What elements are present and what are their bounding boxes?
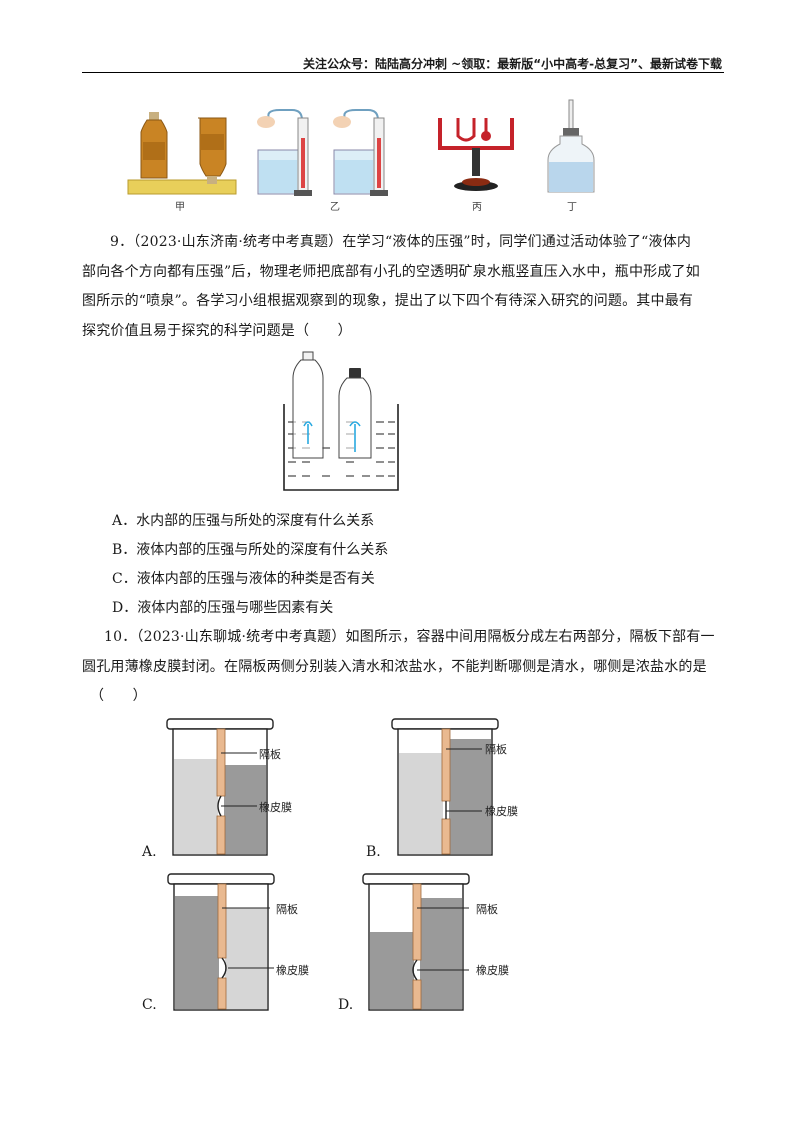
q10-d-membrane-label: 橡皮膜 [476, 964, 509, 977]
q10-figure-b-container [391, 718, 499, 856]
figure-jia-bottles [127, 112, 237, 195]
q10-line: （ ） [90, 688, 147, 704]
q9-text: 9．（2023·山东济南·统考中考真题）在学习“液体的压强”时，同学们通过活动体… [82, 228, 722, 346]
q10-line: 圆孔用薄橡皮膜封闭。在隔板两侧分别装入清水和浓盐水，不能判断哪侧是清水，哪侧是浓… [82, 658, 707, 675]
q9-fountain-figure [283, 351, 399, 491]
q10-d-partition-label: 隔板 [476, 903, 498, 916]
caption-yi: 乙 [330, 202, 340, 213]
q9-option-d: D．液体内部的压强与哪些因素有关 [112, 600, 334, 616]
q10-figure-c-container [167, 873, 275, 1011]
q9-option-a: A．水内部的压强与所处的深度有什么关系 [112, 513, 375, 529]
q10-c-letter: C. [142, 997, 157, 1013]
q10-b-partition-label: 隔板 [485, 743, 507, 756]
figure-yi-pressure-gauges [257, 109, 388, 196]
q9-line: 图所示的“喷泉”。各学习小组根据观察到的现象，提出了以下四个有待深入研究的问题。… [82, 293, 694, 309]
figure-ding-bottle [547, 99, 595, 193]
header-rule [82, 72, 724, 73]
q9-line: 9．（2023·山东济南·统考中考真题）在学习“液体的压强”时，同学们通过活动体… [110, 234, 692, 250]
q9-line: 探究价值且易于探究的科学问题是（ ） [82, 322, 352, 339]
q10-d-letter: D. [338, 997, 354, 1013]
q10-a-letter: A. [142, 844, 157, 860]
q10-a-partition-label: 隔板 [259, 748, 281, 761]
figure-bing-apparatus [438, 118, 514, 191]
q10-b-letter: B. [366, 844, 381, 860]
q9-option-b: B．液体内部的压强与所处的深度有什么关系 [112, 542, 389, 558]
caption-bing: 丙 [472, 202, 482, 213]
q10-text: 10．（2023·山东聊城·统考中考真题）如图所示，容器中间用隔板分成左右两部分… [82, 623, 722, 712]
q10-b-membrane-label: 橡皮膜 [485, 805, 518, 818]
q10-figure-d-container [362, 873, 470, 1011]
q10-line: 10．（2023·山东聊城·统考中考真题）如图所示，容器中间用隔板分成左右两部分… [104, 629, 715, 645]
q9-line: 部向各个方向都有压强”后，物理老师把底部有小孔的空透明矿泉水瓶竖直压入水中，瓶中… [82, 263, 700, 280]
q10-figure-a-container [166, 718, 274, 856]
caption-ding: 丁 [567, 202, 577, 213]
page-header: 关注公众号：陆陆高分冲刺 ~领取：最新版“小中高考-总复习”、最新试卷下载 [303, 57, 722, 71]
q10-c-partition-label: 隔板 [276, 903, 298, 916]
q10-c-membrane-label: 橡皮膜 [276, 964, 309, 977]
caption-jia: 甲 [175, 202, 185, 213]
q10-a-membrane-label: 橡皮膜 [259, 801, 292, 814]
q9-option-c: C．液体内部的压强与液体的种类是否有关 [112, 571, 375, 587]
